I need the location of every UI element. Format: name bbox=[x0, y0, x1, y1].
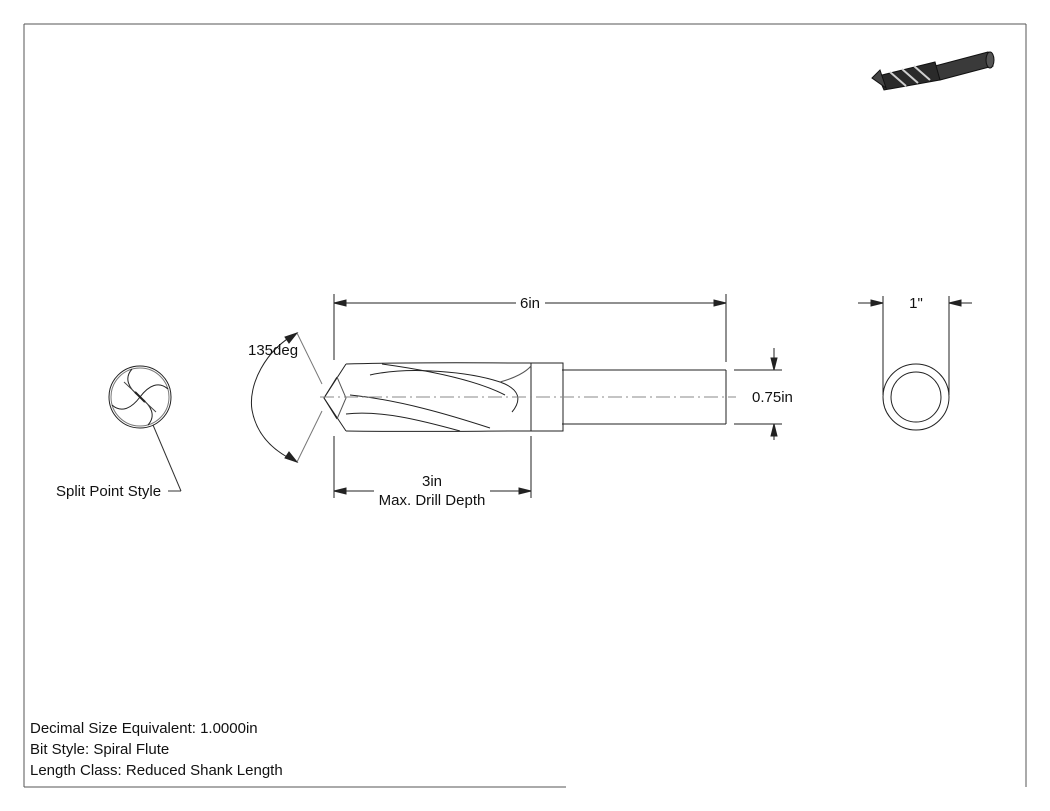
split-point-label: Split Point Style bbox=[56, 483, 161, 500]
drill-side-view bbox=[320, 362, 736, 432]
drill-depth-value: 3in bbox=[422, 473, 442, 490]
isometric-thumbnail bbox=[871, 51, 995, 91]
decimal-size-note: Decimal Size Equivalent: 1.0000in bbox=[30, 720, 258, 737]
split-point-leader bbox=[152, 424, 182, 492]
cut-diameter-dimension bbox=[858, 296, 972, 395]
end-view-split-point bbox=[108, 365, 172, 429]
point-angle-label: 135deg bbox=[248, 342, 298, 359]
drill-depth-caption: Max. Drill Depth bbox=[379, 492, 486, 509]
point-angle-dimension bbox=[250, 331, 323, 464]
cut-diameter-label: 1" bbox=[909, 295, 923, 312]
sheet-border bbox=[23, 23, 1027, 788]
bit-style-note: Bit Style: Spiral Flute bbox=[30, 741, 170, 758]
front-view bbox=[882, 363, 950, 431]
overall-length-dimension bbox=[333, 294, 727, 362]
drill-depth-dimension bbox=[333, 436, 532, 498]
shank-diameter-dimension bbox=[734, 348, 782, 440]
spec-notes: Decimal Size Equivalent: 1.0000in Bit St… bbox=[30, 718, 283, 781]
length-class-note: Length Class: Reduced Shank Length bbox=[30, 762, 283, 779]
overall-length-label: 6in bbox=[520, 295, 540, 312]
shank-diameter-label: 0.75in bbox=[752, 389, 793, 406]
